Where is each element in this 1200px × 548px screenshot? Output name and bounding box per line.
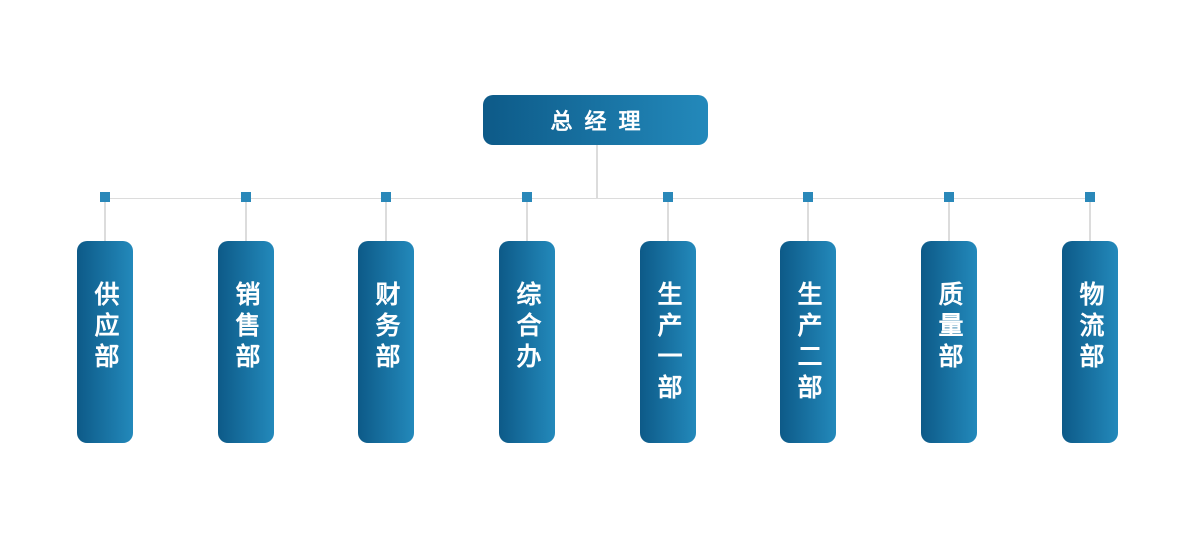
dept-label: 生产一部 bbox=[654, 281, 682, 405]
dept-label: 供应部 bbox=[91, 281, 119, 374]
connector-node-square bbox=[1085, 192, 1095, 202]
connector-node-square bbox=[100, 192, 110, 202]
connector-node-square bbox=[522, 192, 532, 202]
connector-line-vertical bbox=[526, 202, 528, 241]
dept-node-logistics[interactable]: 物流部 bbox=[1062, 241, 1118, 443]
dept-node-production-1[interactable]: 生产一部 bbox=[640, 241, 696, 443]
connector-node-square bbox=[663, 192, 673, 202]
connector-line-vertical bbox=[948, 202, 950, 241]
dept-label: 销售部 bbox=[232, 281, 260, 374]
dept-label: 质量部 bbox=[935, 281, 963, 374]
connector-line-vertical bbox=[667, 202, 669, 241]
connector-line-vertical bbox=[807, 202, 809, 241]
dept-node-finance[interactable]: 财务部 bbox=[358, 241, 414, 443]
dept-label: 财务部 bbox=[372, 281, 400, 374]
connector-trunk-vertical bbox=[596, 145, 598, 198]
dept-node-quality[interactable]: 质量部 bbox=[921, 241, 977, 443]
dept-node-sales[interactable]: 销售部 bbox=[218, 241, 274, 443]
dept-node-supply[interactable]: 供应部 bbox=[77, 241, 133, 443]
ceo-node-label: 总经理 bbox=[550, 109, 653, 134]
connector-line-vertical bbox=[1089, 202, 1091, 241]
dept-label: 物流部 bbox=[1076, 281, 1104, 374]
dept-node-general-office[interactable]: 综合办 bbox=[499, 241, 555, 443]
connector-node-square bbox=[944, 192, 954, 202]
dept-label: 生产二部 bbox=[794, 281, 822, 405]
connector-line-vertical bbox=[385, 202, 387, 241]
dept-label: 综合办 bbox=[513, 281, 541, 374]
connector-node-square bbox=[803, 192, 813, 202]
connector-line-vertical bbox=[104, 202, 106, 241]
ceo-node[interactable]: 总经理 bbox=[483, 95, 708, 145]
connector-line-vertical bbox=[245, 202, 247, 241]
connector-line-horizontal bbox=[104, 197, 1090, 199]
connector-node-square bbox=[381, 192, 391, 202]
connector-node-square bbox=[241, 192, 251, 202]
dept-node-production-2[interactable]: 生产二部 bbox=[780, 241, 836, 443]
